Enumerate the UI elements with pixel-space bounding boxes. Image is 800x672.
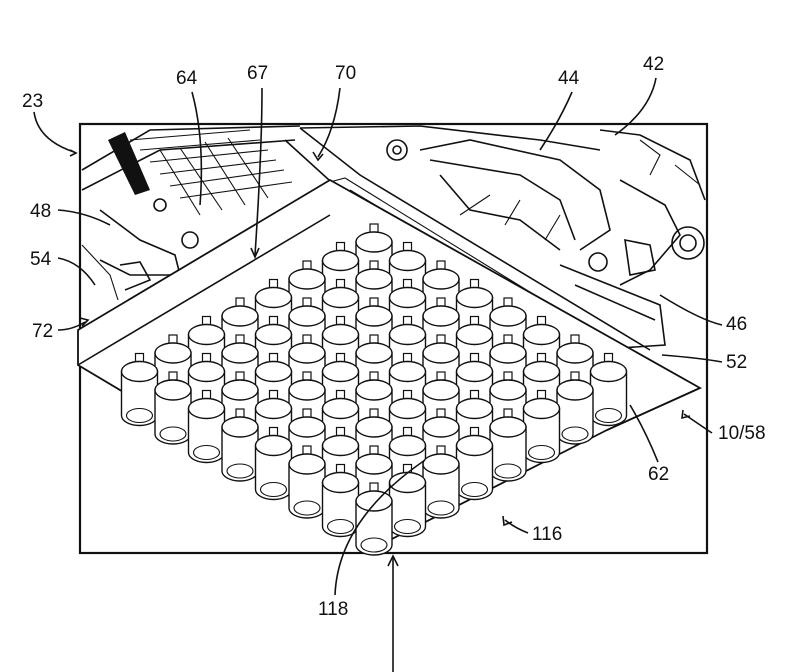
label-10-58: 10/58 — [718, 423, 766, 444]
leader-lines — [33, 77, 723, 672]
battery-cell — [120, 352, 159, 427]
label-62: 62 — [648, 464, 669, 485]
label-23: 23 — [22, 91, 43, 112]
label-116: 116 — [532, 524, 562, 545]
battery-cell-array — [120, 223, 628, 556]
label-44: 44 — [558, 68, 580, 89]
battery-cell — [556, 371, 594, 445]
label-52: 52 — [726, 352, 747, 373]
battery-cell — [221, 408, 259, 482]
label-48: 48 — [30, 201, 51, 222]
reference-labels: 23 64 67 70 44 42 48 54 72 46 52 10/58 6… — [22, 54, 766, 620]
battery-cell — [254, 426, 293, 501]
battery-cell — [455, 426, 494, 501]
label-67: 67 — [247, 63, 268, 84]
battery-cell — [388, 463, 427, 538]
battery-cell — [522, 389, 561, 464]
battery-cell — [422, 445, 460, 519]
label-72: 72 — [32, 321, 53, 342]
label-54: 54 — [30, 249, 52, 270]
label-118: 118 — [318, 599, 348, 620]
battery-cell — [321, 463, 360, 538]
battery-cell — [288, 445, 326, 519]
battery-cell — [154, 371, 192, 445]
label-42: 42 — [643, 54, 664, 75]
battery-cell — [187, 389, 226, 464]
battery-cell — [489, 408, 527, 482]
battery-cell — [589, 352, 628, 427]
label-46: 46 — [726, 314, 747, 335]
label-70: 70 — [335, 63, 356, 84]
label-64: 64 — [176, 68, 198, 89]
